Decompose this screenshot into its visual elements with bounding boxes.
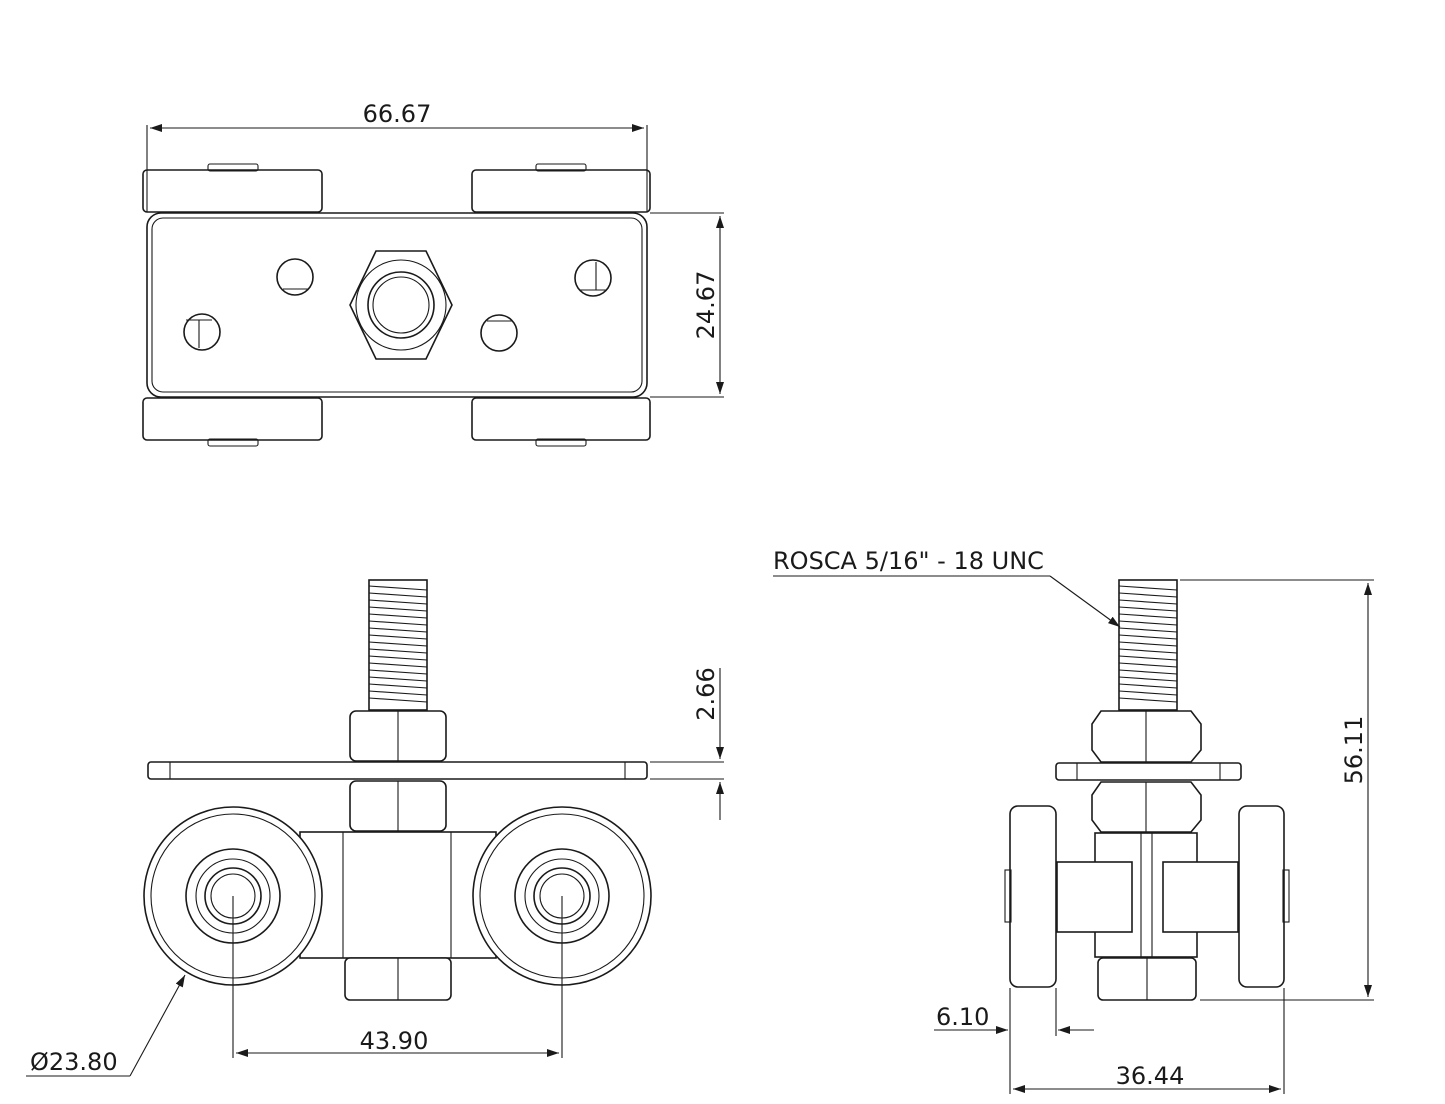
dim-label-overall-width: 36.44	[1116, 1062, 1185, 1090]
dim-label-wheel-spacing: 43.90	[360, 1027, 429, 1055]
side-view	[1004, 579, 1290, 1001]
dim-top-depth: 24.67	[650, 212, 724, 398]
dim-top-width: 66.67	[146, 100, 648, 212]
dim-label-wheel-width: 6.10	[936, 1003, 989, 1031]
thread-callout-label: ROSCA 5/16" - 18 UNC	[773, 547, 1044, 575]
dim-label-top-width: 66.67	[363, 100, 432, 128]
dim-wheel-width: 6.10	[934, 988, 1094, 1036]
dim-wheel-spacing: 43.90	[232, 896, 563, 1058]
front-view	[143, 579, 652, 1001]
dim-label-wheel-diameter: Ø23.80	[30, 1048, 118, 1076]
thread-callout: ROSCA 5/16" - 18 UNC	[773, 547, 1121, 628]
dim-label-top-depth: 24.67	[692, 271, 720, 340]
dim-plate-thickness: 2.66	[650, 667, 724, 820]
top-view	[142, 163, 651, 447]
dim-label-overall-height: 56.11	[1340, 716, 1368, 785]
dim-wheel-diameter: Ø23.80	[26, 974, 186, 1077]
dim-overall-height: 56.11	[1180, 579, 1374, 1001]
dim-label-plate-thickness: 2.66	[692, 667, 720, 720]
dim-overall-width: 36.44	[1009, 988, 1285, 1094]
